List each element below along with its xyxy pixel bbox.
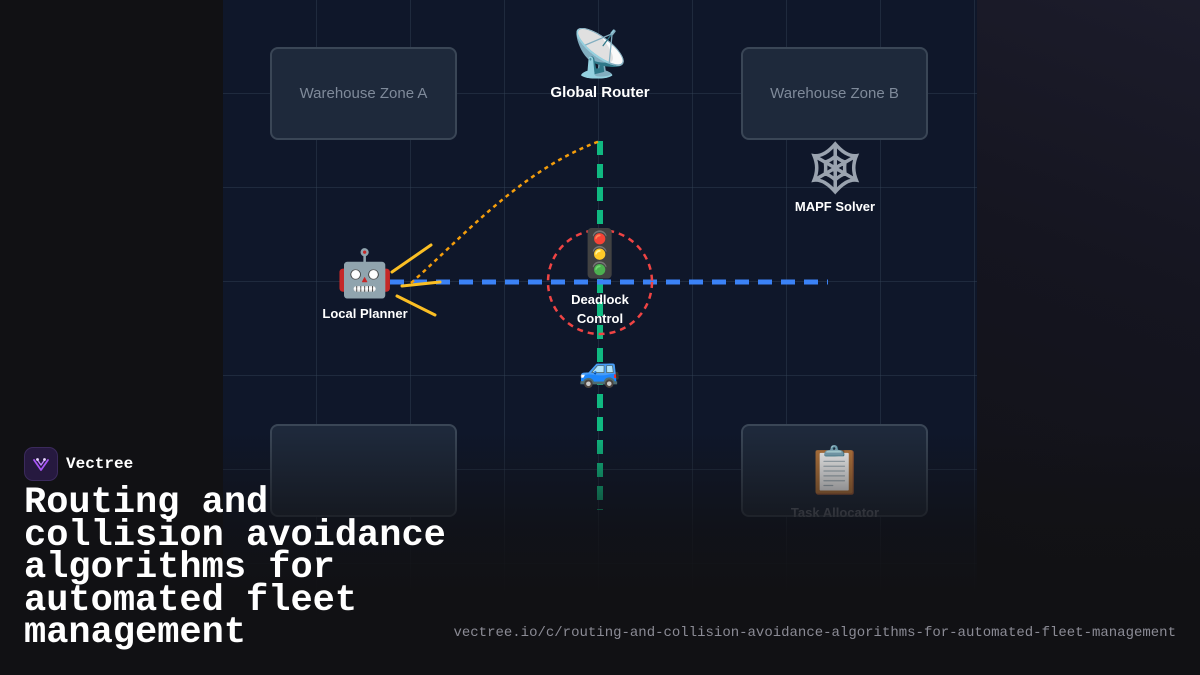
satellite-antenna-icon: 📡: [571, 26, 629, 80]
deadlock-control-node: 🚦 Deadlock Control: [555, 230, 645, 328]
global-router-node: 📡 Global Router: [540, 30, 660, 101]
mapf-solver-label: MAPF Solver: [794, 199, 876, 214]
clipboard-icon: 📋: [806, 443, 864, 497]
mapf-solver-node: 🕸 MAPF Solver: [780, 143, 890, 214]
task-allocator-node: 📋 Task Allocator: [780, 447, 890, 520]
network-web-icon: 🕸: [803, 139, 867, 197]
vectree-logo-icon: [24, 447, 58, 481]
local-planner-label: Local Planner: [322, 306, 408, 321]
page-title: Routing and collision avoidance algorith…: [24, 482, 446, 654]
deadlock-label-line1: Deadlock: [571, 292, 629, 307]
global-router-label: Global Router: [550, 84, 650, 101]
brand-name: Vectree: [66, 455, 134, 473]
deadlock-control-label: Deadlock Control: [555, 290, 645, 328]
robot-icon: 🤖: [336, 246, 394, 300]
vehicle-node: 🚙: [575, 353, 625, 387]
deadlock-label-line2: Control: [576, 311, 624, 326]
article-url[interactable]: vectree.io/c/routing-and-collision-avoid…: [453, 625, 1176, 641]
traffic-light-icon: 🚦: [571, 226, 629, 280]
van-icon: 🚙: [578, 350, 622, 390]
local-planner-node: 🤖 Local Planner: [310, 250, 420, 321]
brand[interactable]: Vectree: [24, 447, 133, 481]
task-allocator-label: Task Allocator: [790, 505, 880, 520]
